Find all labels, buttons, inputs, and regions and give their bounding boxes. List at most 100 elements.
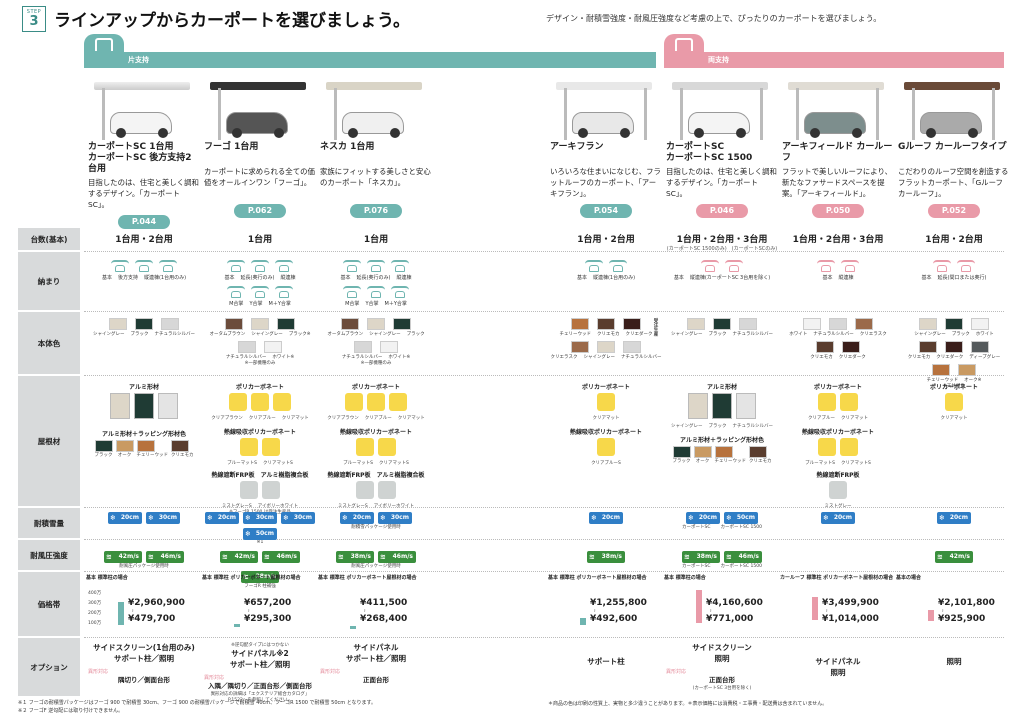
color-swatch[interactable] bbox=[687, 318, 705, 330]
color-swatch[interactable] bbox=[597, 341, 615, 353]
color-swatch[interactable] bbox=[855, 318, 873, 330]
fit-label: 基本 bbox=[673, 275, 684, 281]
frp-swatch[interactable] bbox=[240, 481, 258, 499]
roof-swatch-row bbox=[204, 393, 316, 415]
color-swatch[interactable] bbox=[945, 341, 963, 353]
page-reference-button[interactable]: P.062 bbox=[234, 204, 286, 218]
color-swatch[interactable] bbox=[264, 341, 282, 353]
color-swatch[interactable] bbox=[919, 341, 937, 353]
polycarbonate-swatch[interactable] bbox=[378, 438, 396, 456]
page-reference-button[interactable]: P.046 bbox=[696, 204, 748, 218]
color-swatch[interactable] bbox=[135, 318, 153, 330]
row-divider bbox=[84, 251, 1004, 252]
color-swatch[interactable] bbox=[749, 446, 767, 458]
frp-swatch[interactable] bbox=[378, 481, 396, 499]
color-swatch[interactable] bbox=[225, 318, 243, 330]
polycarbonate-swatch[interactable] bbox=[945, 393, 963, 411]
color-swatch[interactable] bbox=[393, 318, 411, 330]
polycarbonate-swatch[interactable] bbox=[389, 393, 407, 411]
roof-swatch[interactable] bbox=[712, 393, 732, 419]
color-swatch[interactable] bbox=[94, 440, 113, 452]
roof-swatch[interactable] bbox=[736, 393, 756, 419]
color-swatch[interactable] bbox=[367, 318, 385, 330]
frp-swatch[interactable] bbox=[356, 481, 374, 499]
page-reference-button[interactable]: P.044 bbox=[118, 215, 170, 229]
color-swatch[interactable] bbox=[713, 318, 731, 330]
color-swatch[interactable] bbox=[919, 318, 937, 330]
roof-swatch-label: ブルーマットS bbox=[805, 461, 835, 466]
roof-swatch-label: ブラック bbox=[708, 424, 727, 429]
price-range-bar bbox=[696, 590, 702, 623]
swatch-row bbox=[550, 318, 662, 330]
polycarbonate-swatch[interactable] bbox=[367, 393, 385, 411]
color-swatch[interactable] bbox=[829, 318, 847, 330]
roof-swatch[interactable] bbox=[110, 393, 130, 419]
roof-material-heading: 熱線遮断FRP板 アルミ樹脂複合板 bbox=[320, 470, 432, 479]
wind-strength-badge: 38m/s bbox=[682, 551, 720, 563]
price-range-bar bbox=[580, 618, 586, 626]
color-swatch[interactable] bbox=[571, 318, 589, 330]
color-swatch[interactable] bbox=[842, 341, 860, 353]
wind-strength-badge: 46m/s bbox=[146, 551, 184, 563]
frp-swatch[interactable] bbox=[262, 481, 280, 499]
frp-swatch[interactable] bbox=[829, 481, 847, 499]
color-swatch[interactable] bbox=[623, 318, 641, 330]
color-swatch[interactable] bbox=[945, 318, 963, 330]
swatch-row bbox=[666, 318, 778, 330]
polycarbonate-swatch[interactable] bbox=[345, 393, 363, 411]
color-swatch[interactable] bbox=[971, 341, 989, 353]
polycarbonate-swatch[interactable] bbox=[229, 393, 247, 411]
color-swatch[interactable] bbox=[932, 364, 950, 376]
roof-swatch[interactable] bbox=[134, 393, 154, 419]
color-swatch[interactable] bbox=[354, 341, 372, 353]
page-reference-button[interactable]: P.050 bbox=[812, 204, 864, 218]
swatch-label: ホワイト※ bbox=[388, 355, 411, 360]
roof-swatch[interactable] bbox=[688, 393, 708, 419]
polycarbonate-swatch[interactable] bbox=[840, 393, 858, 411]
polycarbonate-swatch[interactable] bbox=[840, 438, 858, 456]
snow-badges: 20cm bbox=[782, 512, 894, 524]
color-swatch[interactable] bbox=[341, 318, 359, 330]
color-swatch[interactable] bbox=[958, 364, 976, 376]
page-reference-button[interactable]: P.052 bbox=[928, 204, 980, 218]
color-swatch[interactable] bbox=[971, 318, 989, 330]
color-swatch[interactable] bbox=[251, 318, 269, 330]
color-swatch[interactable] bbox=[161, 318, 179, 330]
color-swatch[interactable] bbox=[693, 446, 712, 458]
car-wheel bbox=[968, 128, 978, 138]
polycarbonate-swatch[interactable] bbox=[597, 438, 615, 456]
polycarbonate-swatch[interactable] bbox=[251, 393, 269, 411]
color-swatch[interactable] bbox=[714, 446, 733, 458]
roof-swatch[interactable] bbox=[158, 393, 178, 419]
color-swatch[interactable] bbox=[380, 341, 398, 353]
polycarbonate-swatch[interactable] bbox=[818, 393, 836, 411]
polycarbonate-swatch[interactable] bbox=[356, 438, 374, 456]
snow-load-badge: 20cm bbox=[937, 512, 971, 524]
color-swatch[interactable] bbox=[115, 440, 134, 452]
polycarbonate-swatch[interactable] bbox=[240, 438, 258, 456]
roof-material-heading: ポリカーボネート bbox=[351, 384, 400, 391]
polycarbonate-swatch[interactable] bbox=[818, 438, 836, 456]
color-swatch[interactable] bbox=[277, 318, 295, 330]
polycarbonate-swatch[interactable] bbox=[262, 438, 280, 456]
roof-heading-text: 熱線遮断FRP板 bbox=[327, 472, 371, 479]
color-swatch[interactable] bbox=[109, 318, 127, 330]
color-swatch[interactable] bbox=[597, 318, 615, 330]
swatch-label: ブラック※ bbox=[288, 332, 311, 337]
color-swatch[interactable] bbox=[739, 318, 757, 330]
car-outline bbox=[705, 265, 715, 272]
color-swatch[interactable] bbox=[803, 318, 821, 330]
page-reference-button[interactable]: P.076 bbox=[350, 204, 402, 218]
polycarbonate-swatch[interactable] bbox=[597, 393, 615, 411]
color-swatch[interactable] bbox=[136, 440, 155, 452]
color-swatch[interactable] bbox=[672, 446, 691, 458]
color-swatch[interactable] bbox=[171, 440, 189, 452]
color-swatch[interactable] bbox=[816, 341, 834, 353]
swatch-label: クリエモカ bbox=[907, 355, 931, 360]
polycarbonate-swatch[interactable] bbox=[273, 393, 291, 411]
color-swatch[interactable] bbox=[571, 341, 589, 353]
page-reference-button[interactable]: P.054 bbox=[580, 204, 632, 218]
color-swatch[interactable] bbox=[623, 341, 641, 353]
color-swatch[interactable] bbox=[238, 341, 256, 353]
